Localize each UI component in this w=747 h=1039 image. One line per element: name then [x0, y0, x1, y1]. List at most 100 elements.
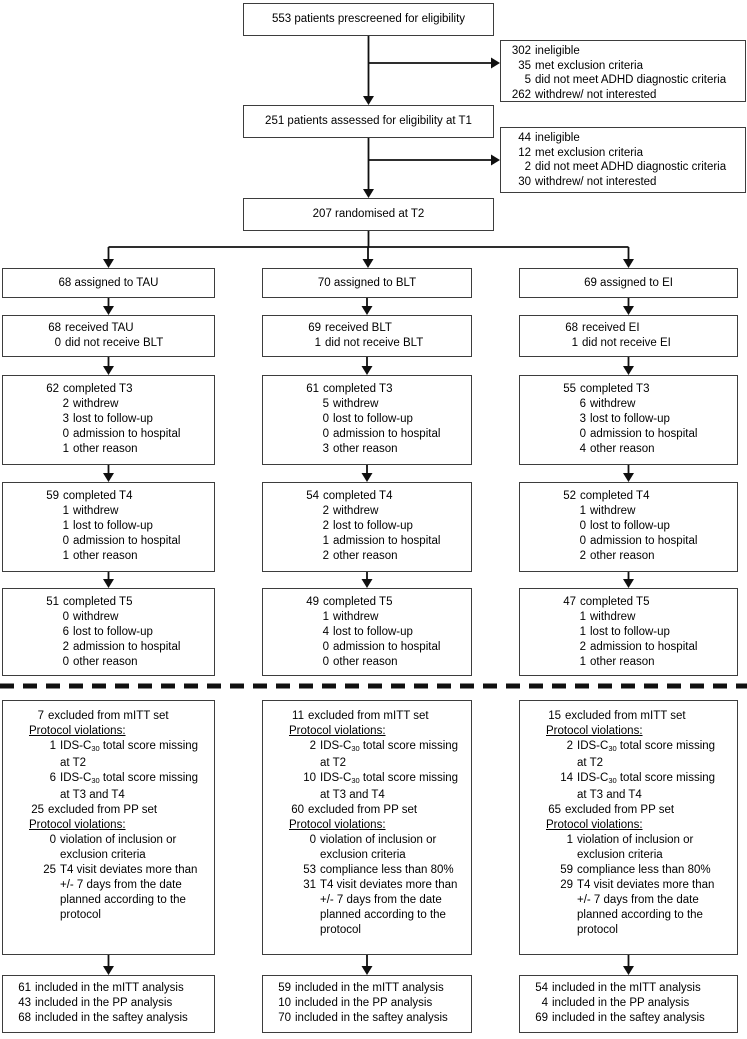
line-count [301, 908, 316, 923]
line-text: met exclusion criteria [535, 59, 644, 72]
line-text: admission to hospital [333, 535, 441, 547]
flow-line: at T2 [41, 756, 214, 771]
line-count: 2 [579, 550, 586, 562]
line-count: 0 [322, 428, 329, 440]
line-count: 7 [37, 710, 44, 722]
line-text: at T2 [320, 757, 346, 769]
line-text: +/- 7 days from the date [60, 879, 182, 891]
line-text: included in the mITT analysis [552, 982, 701, 994]
line-text: compliance less than 80% [320, 864, 454, 876]
line-count: 1 [571, 337, 578, 349]
line-count [558, 848, 573, 863]
line-count: 61 [306, 383, 319, 395]
line-text: +/- 7 days from the date [320, 894, 442, 906]
line-count: 25 [31, 804, 44, 816]
line-text: received EI [582, 322, 640, 334]
line-count: 44 [518, 132, 531, 144]
line-text: withdrew [590, 505, 636, 517]
line-text: violation of inclusion or [577, 834, 694, 846]
line-count: 35 [518, 59, 531, 72]
line-text: at T3 and T4 [320, 789, 385, 801]
line-text: ineligible [535, 132, 580, 144]
line-text: other reason [333, 550, 398, 562]
flow-line: protocol [301, 923, 471, 938]
line-count: 10 [278, 997, 291, 1009]
box-label: 69 assigned to EI [584, 276, 673, 289]
line-count: 1 [322, 535, 329, 547]
flow-line: Protocol violations: [29, 818, 214, 833]
line-text: completed T5 [63, 596, 133, 608]
line-text: Protocol violations: [546, 819, 643, 831]
line-text: T4 visit deviates more than [577, 879, 715, 891]
line-count [558, 923, 573, 938]
line-count [41, 878, 56, 893]
line-text: did not receive EI [582, 337, 671, 349]
line-text: +/- 7 days from the date [577, 894, 699, 906]
line-text: received BLT [325, 322, 392, 334]
flow-line: 1 withdrew [315, 610, 471, 625]
line-count: 0 [579, 428, 586, 440]
line-count: 61 [18, 982, 31, 994]
line-text: excluded from mITT set [48, 710, 169, 722]
box-label: 553 patients prescreened for eligibility [271, 13, 466, 25]
line-text: withdrew [333, 398, 379, 410]
line-text: withdrew [333, 611, 379, 623]
line-count: 59 [278, 982, 291, 994]
line-count: 0 [54, 337, 61, 349]
line-count: 1 [322, 611, 329, 623]
line-count: 11 [292, 710, 304, 722]
line-text: exclusion criteria [577, 849, 663, 861]
box-assessed-t1: 251 patients assessed for eligibility at… [243, 105, 494, 138]
box-label: 207 randomised at T2 [312, 208, 425, 220]
line-count [301, 893, 316, 908]
flow-line: +/- 7 days from the date [41, 878, 214, 893]
line-text: included in the saftey analysis [295, 1012, 448, 1024]
line-count: 2 [524, 161, 531, 173]
line-count: 54 [306, 490, 319, 502]
line-count: 1 [49, 740, 56, 752]
line-text: planned according to the [60, 894, 186, 906]
line-count: 3 [322, 443, 329, 455]
line-count: 43 [18, 997, 31, 1009]
line-count [301, 923, 316, 938]
line-count: 0 [579, 535, 586, 547]
box-blt-assigned: 70 assigned to BLT [262, 268, 472, 298]
line-count [558, 756, 573, 771]
flow-line: 35 met exclusion criteria [509, 59, 743, 74]
line-text: other reason [590, 656, 655, 668]
line-text: completed T4 [63, 490, 133, 502]
box-label: 68 assigned to TAU [58, 276, 159, 289]
line-text: excluded from mITT set [308, 710, 429, 722]
box-ei-assigned: 69 assigned to EI [519, 268, 738, 298]
flow-line: 1 did not receive EI [564, 336, 737, 351]
line-text: admission to hospital [590, 535, 698, 547]
line-count: 60 [291, 804, 304, 816]
